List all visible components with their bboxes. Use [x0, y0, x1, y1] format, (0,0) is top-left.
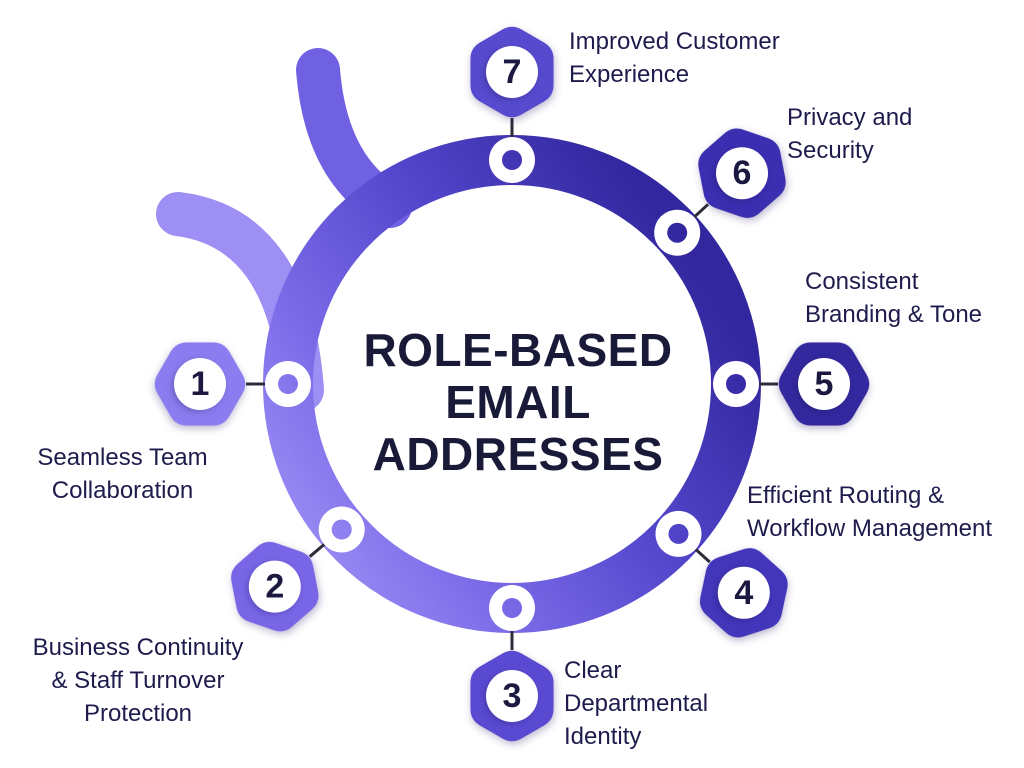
- number-circle: [174, 358, 226, 410]
- marker-node-2: [318, 506, 365, 553]
- node-hexagon-1: 1: [141, 324, 259, 444]
- number-circle: [486, 46, 538, 98]
- marker-dot: [668, 523, 689, 544]
- marker-dot: [726, 374, 746, 394]
- marker-dot: [278, 374, 298, 394]
- node-label-1: Seamless Team Collaboration: [37, 444, 208, 504]
- node-label-3: Clear Departmental Identity: [564, 657, 709, 750]
- marker-node-7: [489, 137, 535, 183]
- node-hexagon-7: 7: [470, 26, 554, 118]
- marker-node-6: [654, 209, 701, 256]
- number-circle: [717, 566, 770, 619]
- marker-node-1: [265, 361, 311, 407]
- marker-node-4: [655, 510, 702, 557]
- node-label-2: Business Continuity & Staff Turnover Pro…: [32, 634, 244, 727]
- node-label-6: Privacy and Security: [787, 104, 913, 164]
- marker-dot: [331, 519, 352, 540]
- number-circle: [486, 670, 538, 722]
- node-hexagon-2: 2: [225, 534, 325, 639]
- marker-node-3: [489, 585, 535, 631]
- node-number: 4: [734, 574, 753, 612]
- node-hexagon-6: 6: [692, 120, 792, 226]
- node-number: 7: [503, 53, 522, 91]
- number-circle: [248, 560, 301, 613]
- hexagon-nodes: 1 2 3 4 5: [141, 26, 883, 742]
- node-hexagon-5: 5: [765, 324, 883, 444]
- node-hexagon-3: 3: [470, 650, 554, 742]
- marker-dot: [502, 150, 522, 170]
- marker-node-5: [713, 361, 759, 407]
- node-hexagon-4: 4: [693, 539, 794, 646]
- node-label-5: Consistent Branding & Tone: [805, 268, 983, 328]
- node-number: 6: [733, 154, 752, 192]
- marker-dot: [502, 598, 522, 618]
- node-number: 2: [265, 568, 284, 606]
- ring-markers: [265, 137, 759, 631]
- marker-dot: [667, 222, 688, 243]
- node-label-7: Improved Customer Experience: [569, 28, 780, 88]
- node-number: 1: [191, 365, 210, 403]
- number-circle: [798, 358, 850, 410]
- node-number: 5: [815, 365, 834, 403]
- number-circle: [716, 147, 768, 200]
- diagram-title: ROLE-BASED EMAIL ADDRESSES: [363, 324, 673, 480]
- node-number: 3: [503, 677, 522, 715]
- node-label-4: Efficient Routing & Workflow Management: [747, 482, 992, 542]
